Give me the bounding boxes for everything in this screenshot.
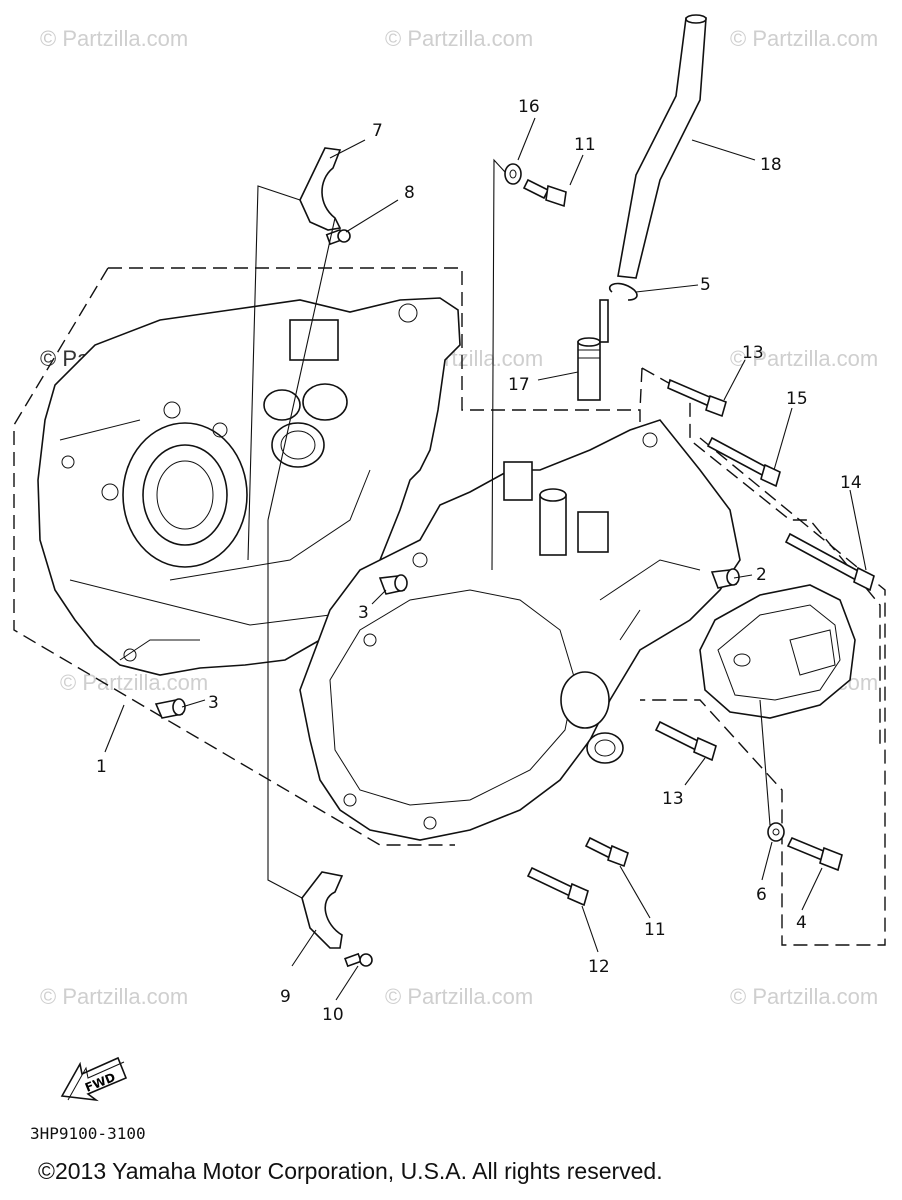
- callout-10: 10: [322, 1005, 344, 1025]
- callout-18: 18: [760, 155, 782, 175]
- bearing-plate-upper: [299, 147, 342, 231]
- dowel-pin-3-lower: [154, 698, 186, 719]
- watermark: © Partzilla.com: [385, 984, 534, 1009]
- right-crankcase-half: [299, 419, 741, 841]
- callout-5: 5: [700, 275, 711, 295]
- flange-bolt-15: [706, 436, 781, 488]
- callout-1: 1: [96, 757, 107, 777]
- washer-top: [504, 163, 522, 185]
- callout-13-upper: 13: [742, 343, 764, 363]
- diagram-code: 3HP9100-3100: [30, 1124, 146, 1143]
- callout-14: 14: [840, 473, 862, 493]
- callout-leaders: [104, 117, 867, 1001]
- screw-upper-plate: [325, 228, 351, 246]
- flange-bolt-top: [522, 178, 567, 208]
- watermark: © Partzilla.com: [730, 346, 879, 371]
- callout-8: 8: [404, 183, 415, 203]
- dowel-pin-2: [710, 568, 740, 589]
- callout-3-lower: 3: [208, 693, 219, 713]
- washer-6: [767, 822, 785, 842]
- watermark: © Partzilla.com: [40, 984, 189, 1009]
- watermark: © Partzilla.com: [730, 984, 879, 1009]
- watermark: © Partzilla.com: [40, 26, 189, 51]
- alignment-line-plate-lower: [267, 520, 303, 899]
- callout-11-lower: 11: [644, 920, 666, 940]
- callout-17: 17: [508, 375, 530, 395]
- callout-2: 2: [756, 565, 767, 585]
- callout-6: 6: [756, 885, 767, 905]
- watermark: © Partzilla.com: [730, 26, 879, 51]
- bolt-4: [786, 836, 843, 872]
- callout-11-top: 11: [574, 135, 596, 155]
- screw-lower-plate: [344, 952, 373, 968]
- hose-clip: [608, 282, 638, 301]
- callout-7: 7: [372, 121, 383, 141]
- alignment-line-plate-upper: [247, 185, 336, 561]
- callout-12: 12: [588, 957, 610, 977]
- flange-bolt-14: [784, 532, 875, 592]
- watermark: © Partzilla.com: [60, 670, 209, 695]
- callout-15: 15: [786, 389, 808, 409]
- breather-hose: [617, 14, 707, 279]
- callout-16: 16: [518, 97, 540, 117]
- flange-bolt-11-lower: [584, 836, 629, 868]
- callout-4: 4: [796, 913, 807, 933]
- callout-9: 9: [280, 987, 291, 1007]
- alignment-line-top-bolt: [491, 158, 506, 571]
- breather-union-pipe: [577, 299, 609, 401]
- alignment-line-cover: [759, 699, 771, 826]
- fwd-arrow-icon: FWD: [60, 1056, 128, 1102]
- flange-bolt-13-upper: [667, 378, 727, 418]
- side-cover: [699, 584, 856, 719]
- flange-bolt-12: [526, 866, 589, 907]
- bearing-plate-lower: [301, 871, 344, 949]
- watermark: © Partzilla.com: [385, 26, 534, 51]
- callout-13-lower: 13: [662, 789, 684, 809]
- copyright-notice: ©2013 Yamaha Motor Corporation, U.S.A. A…: [38, 1158, 663, 1184]
- group-outline-cover: [640, 437, 886, 946]
- flange-bolt-13-lower: [654, 720, 717, 762]
- callout-3-upper: 3: [358, 603, 369, 623]
- dowel-pin-3-upper: [378, 574, 408, 595]
